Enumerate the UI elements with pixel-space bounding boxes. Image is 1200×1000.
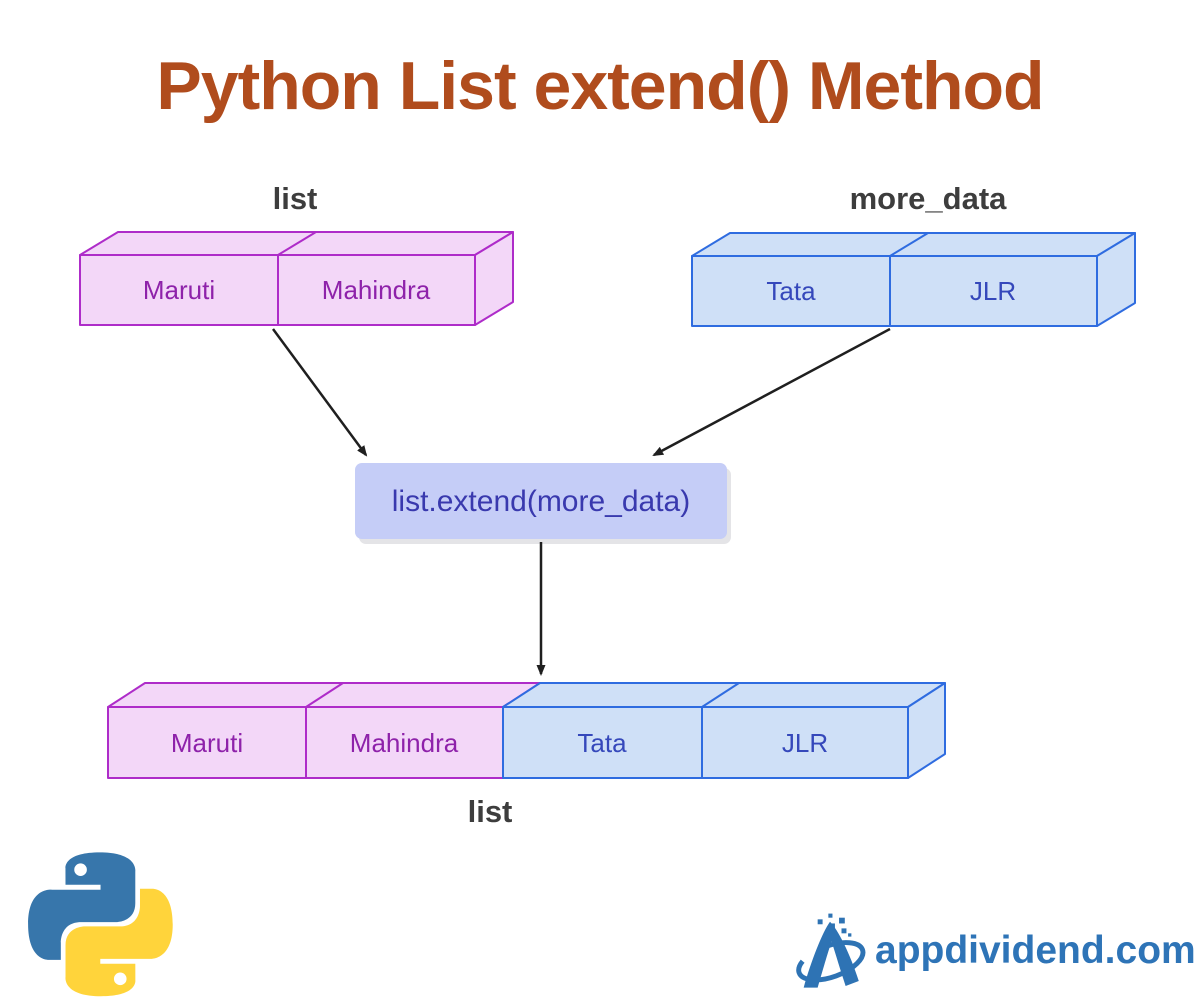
result-blue-top-face (502, 682, 946, 708)
cell-mahindra: Mahindra (322, 275, 431, 305)
brand-site-text: appdividend.com (875, 928, 1196, 972)
arrow-list-to-operation (271, 328, 368, 457)
result-blue-front-face (502, 706, 909, 779)
cell-jlr: JLR (970, 276, 1016, 306)
result-pink-top-divider (305, 682, 344, 708)
result-cell-jlr: JLR (782, 728, 828, 758)
page-title: Python List extend() Method (156, 48, 1044, 124)
result-cell-maruti: Maruti (171, 728, 243, 758)
more-data-label: more_data (850, 181, 1008, 216)
cell-maruti: Maruti (143, 275, 215, 305)
cell-tata: Tata (766, 276, 816, 306)
python-logo-icon (28, 852, 173, 997)
top-list-top-divider (277, 231, 317, 256)
result-cell-tata: Tata (577, 728, 627, 758)
more-data-top-face (691, 232, 1136, 257)
more-data-box: more_data Tata JLR (691, 181, 1136, 327)
result-blue-top-divider (701, 682, 740, 708)
more-data-front-face (691, 255, 1098, 327)
operation-box-body (355, 463, 727, 539)
operation-box: list.extend(more_data) (355, 463, 731, 544)
result-list-label: list (468, 794, 513, 829)
result-list-box: Maruti Mahindra Tata JLR list (107, 682, 946, 829)
top-list-label: list (273, 181, 318, 216)
arrow-more-data-to-operation (652, 327, 891, 457)
more-data-top-divider (889, 232, 929, 257)
result-cell-mahindra: Mahindra (350, 728, 459, 758)
brand-footer: appdividend.com (793, 903, 1196, 998)
appdividend-logo-icon (796, 913, 866, 988)
top-list-box: list Maruti Mahindra (79, 181, 514, 326)
operation-code: list.extend(more_data) (392, 485, 690, 518)
